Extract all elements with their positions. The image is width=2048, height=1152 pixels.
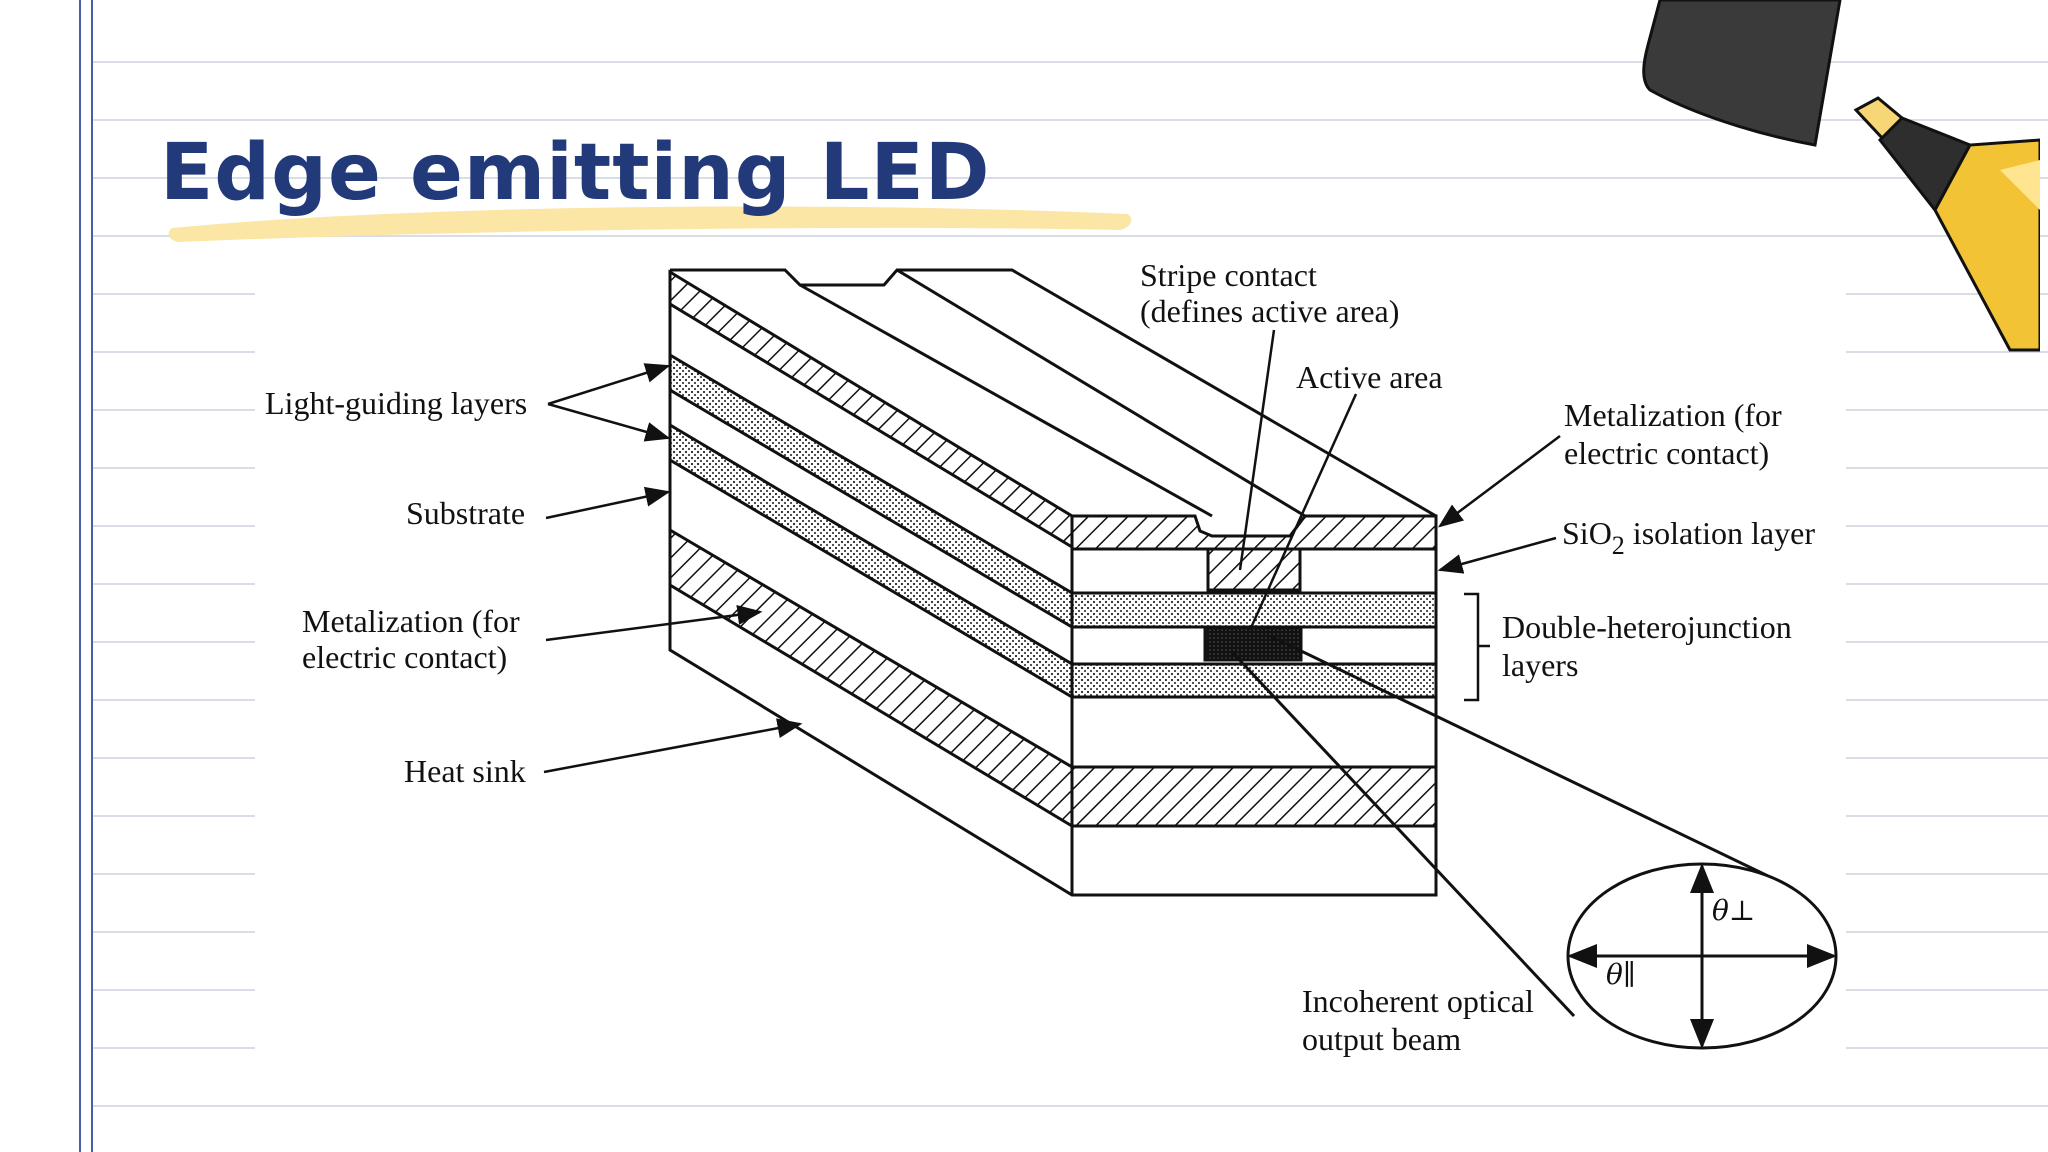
highlighter-marker-icon bbox=[1642, 0, 2040, 352]
label-dh-1: Double-heterojunction bbox=[1502, 609, 1792, 645]
rule-lines bbox=[92, 61, 2048, 1107]
led-block bbox=[668, 268, 1438, 897]
label-sio2-main: SiO bbox=[1562, 515, 1612, 551]
label-sio2-sub: 2 bbox=[1612, 531, 1625, 560]
label-light-guiding: Light-guiding layers bbox=[265, 385, 527, 421]
marker-cap-icon bbox=[1642, 0, 1842, 147]
theta-par-label: θ∥ bbox=[1606, 958, 1636, 991]
front-stripe-contact bbox=[1206, 547, 1302, 592]
label-metal-right-1: Metalization (for bbox=[1564, 397, 1782, 433]
label-metal-left-2: electric contact) bbox=[302, 639, 507, 675]
label-beam-2: output beam bbox=[1302, 1021, 1461, 1057]
slide-title: Edge emitting LED bbox=[160, 128, 991, 218]
label-sio2: SiO2 isolation layer bbox=[1562, 515, 1815, 560]
label-heat-sink: Heat sink bbox=[404, 753, 526, 789]
label-metal-right-2: electric contact) bbox=[1564, 435, 1769, 471]
label-active-area: Active area bbox=[1296, 359, 1443, 395]
title-highlight bbox=[168, 206, 1132, 242]
front-dots-2 bbox=[1070, 662, 1438, 699]
leader-lines bbox=[543, 329, 1561, 774]
label-substrate: Substrate bbox=[406, 495, 525, 531]
theta-perp-label: θ⊥ bbox=[1712, 894, 1755, 927]
label-stripe-1: Stripe contact bbox=[1140, 257, 1317, 293]
label-stripe-2: (defines active area) bbox=[1140, 293, 1399, 329]
label-sio2-rest: isolation layer bbox=[1625, 515, 1816, 551]
label-beam-1: Incoherent optical bbox=[1302, 983, 1534, 1019]
label-dh-2: layers bbox=[1502, 647, 1578, 683]
label-metal-left-1: Metalization (for bbox=[302, 603, 520, 639]
output-beam bbox=[1230, 634, 1838, 1050]
front-bottom-metal bbox=[1070, 765, 1438, 828]
